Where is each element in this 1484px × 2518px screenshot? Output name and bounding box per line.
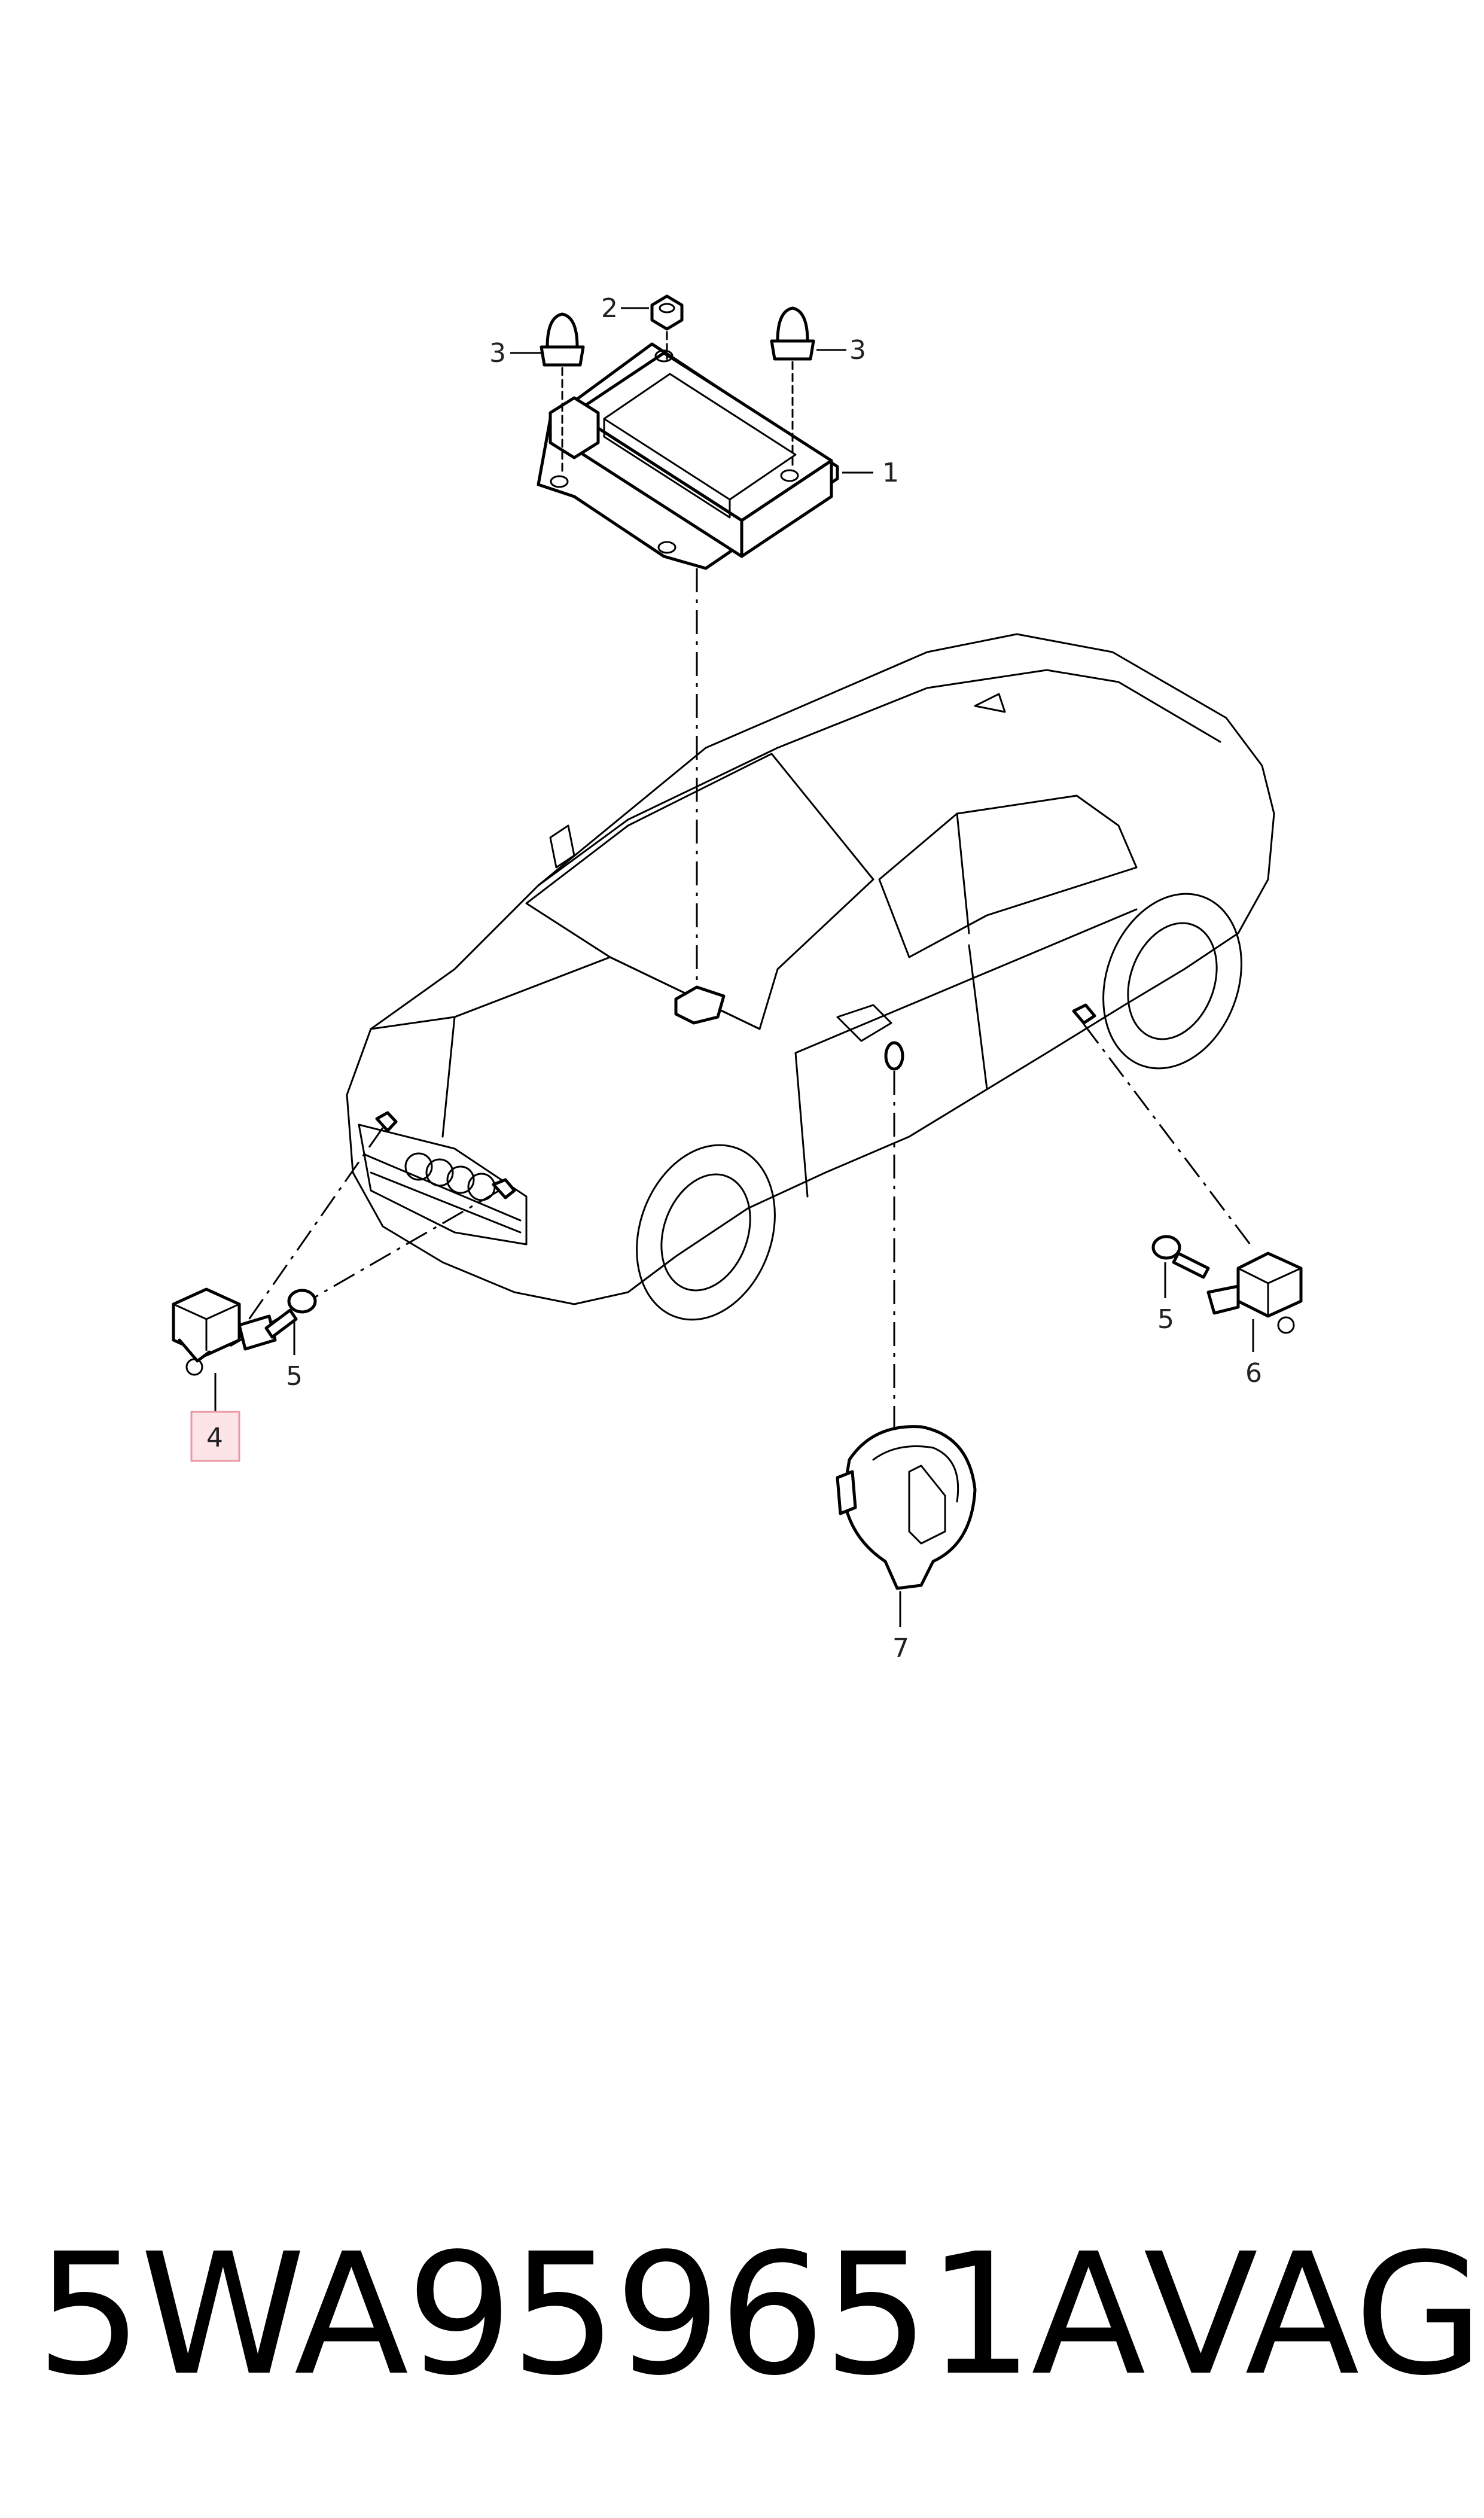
mount-markers — [375, 985, 1096, 1199]
part-7-pressure-sensor — [836, 1425, 977, 1590]
callout-5-left: 5 — [286, 1361, 303, 1392]
callout-7: 7 — [892, 1633, 909, 1664]
brand: VAG — [1143, 2218, 1484, 2413]
callouts: 1 2 3 3 4 5 5 6 7 — [190, 293, 1262, 1664]
callout-4: 4 — [206, 1423, 223, 1453]
callout-3-right: 3 — [849, 335, 866, 366]
part-number: 5WA959651A — [36, 2218, 1146, 2413]
vehicle-outline — [346, 633, 1275, 1321]
callout-5-right: 5 — [1157, 1304, 1174, 1335]
part-4-crash-sensor — [172, 1287, 277, 1376]
part-5-bolt-left — [264, 1289, 317, 1339]
callout-6: 6 — [1245, 1358, 1262, 1389]
parts-diagram: 1 2 3 3 4 5 5 6 7 — [172, 293, 1303, 1664]
callout-4-highlight — [190, 1411, 240, 1462]
part-3-nut-left — [540, 312, 585, 474]
callout-1: 1 — [882, 458, 899, 488]
callout-2: 2 — [601, 293, 618, 324]
leader-lines — [214, 307, 1254, 1627]
part-1-airbag-control-unit — [537, 342, 839, 570]
assembly-lines — [229, 568, 1251, 1430]
part-2-nut — [650, 294, 684, 360]
part-3-nut-right — [770, 306, 815, 468]
part-5-bolt-right — [1151, 1235, 1210, 1279]
footer: 5WA959651A VAG — [0, 2208, 1484, 2423]
callout-3-left: 3 — [489, 338, 506, 369]
part-6-crash-sensor — [1206, 1252, 1303, 1334]
